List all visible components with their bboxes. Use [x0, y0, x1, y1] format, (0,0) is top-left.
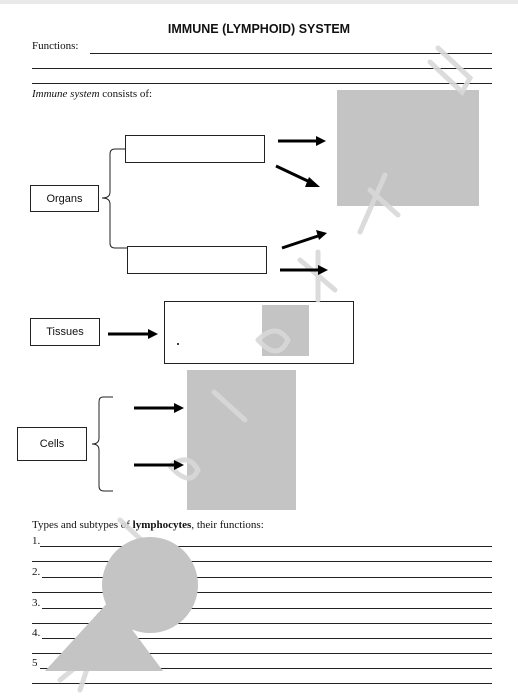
- item-number-4: 4.: [32, 627, 41, 639]
- cells-arrowhead-1-icon: [174, 403, 184, 413]
- redaction-silhouette: [45, 537, 198, 671]
- organ-arrow-2-icon: [275, 164, 313, 185]
- redaction-block-cells: [187, 370, 296, 510]
- watermark-letter-c-icon: [167, 457, 201, 481]
- lymphocytes-bold: lymphocytes: [132, 519, 192, 531]
- watermark-letter-k-icon: [357, 172, 401, 235]
- organ-answer-box-1[interactable]: [125, 135, 265, 163]
- item-line-1b: [32, 561, 492, 562]
- organ-arrow-3-icon: [281, 234, 319, 250]
- redaction-circle-icon: [102, 537, 198, 633]
- consists-rest: consists of:: [99, 88, 153, 100]
- stray-dot-icon: [177, 343, 179, 345]
- item-number-5: 5: [32, 657, 38, 669]
- organ-answer-box-2[interactable]: [127, 246, 267, 274]
- watermark-stroke-1-icon: [211, 389, 248, 423]
- item-number-3: 3.: [32, 597, 41, 609]
- organ-arrowhead-2-icon: [305, 177, 320, 187]
- watermark: [57, 45, 474, 693]
- item-number-2: 2.: [32, 566, 41, 578]
- item-line-3: [42, 608, 492, 609]
- page-title: IMMUNE (LYMPHOID) SYSTEM: [167, 22, 351, 36]
- organs-box: Organs: [30, 185, 99, 212]
- cells-arrowhead-2-icon: [174, 460, 184, 470]
- organ-arrows: [275, 136, 328, 275]
- tissues-arrow: [108, 329, 158, 339]
- organs-brace-icon: [101, 148, 127, 249]
- tissue-answer-box[interactable]: [164, 301, 354, 364]
- cells-arrows: [134, 403, 184, 470]
- lymphocytes-heading: Types and subtypes of lymphocytes, their…: [32, 519, 264, 531]
- cells-brace-icon: [91, 396, 113, 492]
- item-line-4: [42, 638, 492, 639]
- lymphocytes-suffix: , their functions:: [191, 519, 264, 531]
- functions-label: Functions:: [32, 40, 79, 52]
- functions-line-3: [32, 83, 492, 84]
- tissues-arrowhead-icon: [148, 329, 158, 339]
- redaction-triangle-icon: [45, 600, 163, 671]
- top-edge: [0, 0, 518, 4]
- organ-arrowhead-4-icon: [318, 265, 328, 275]
- consists-text: Immune system consists of:: [32, 88, 152, 100]
- lymphocytes-prefix: Types and subtypes of: [32, 519, 133, 531]
- watermark-letter-y-icon: [297, 249, 338, 303]
- item-line-2: [42, 577, 492, 578]
- item-line-3b: [32, 623, 492, 624]
- organ-arrowhead-1-icon: [316, 136, 326, 146]
- item-number-1: 1.: [32, 535, 41, 547]
- item-line-2b: [32, 592, 492, 593]
- cells-box: Cells: [17, 427, 87, 461]
- consists-italic: Immune system: [32, 88, 100, 100]
- tissues-box: Tissues: [30, 318, 100, 346]
- item-line-5: [40, 668, 492, 669]
- functions-line-1: [90, 53, 492, 54]
- redaction-block-organs: [337, 90, 479, 206]
- organ-arrowhead-3-icon: [316, 230, 327, 240]
- watermark-letter-o-icon: [255, 328, 291, 354]
- item-line-1: [40, 546, 492, 547]
- item-line-4b: [32, 653, 492, 654]
- item-line-5b: [32, 683, 492, 684]
- functions-line-2: [32, 68, 492, 69]
- watermark-letter-u-icon: [427, 45, 474, 96]
